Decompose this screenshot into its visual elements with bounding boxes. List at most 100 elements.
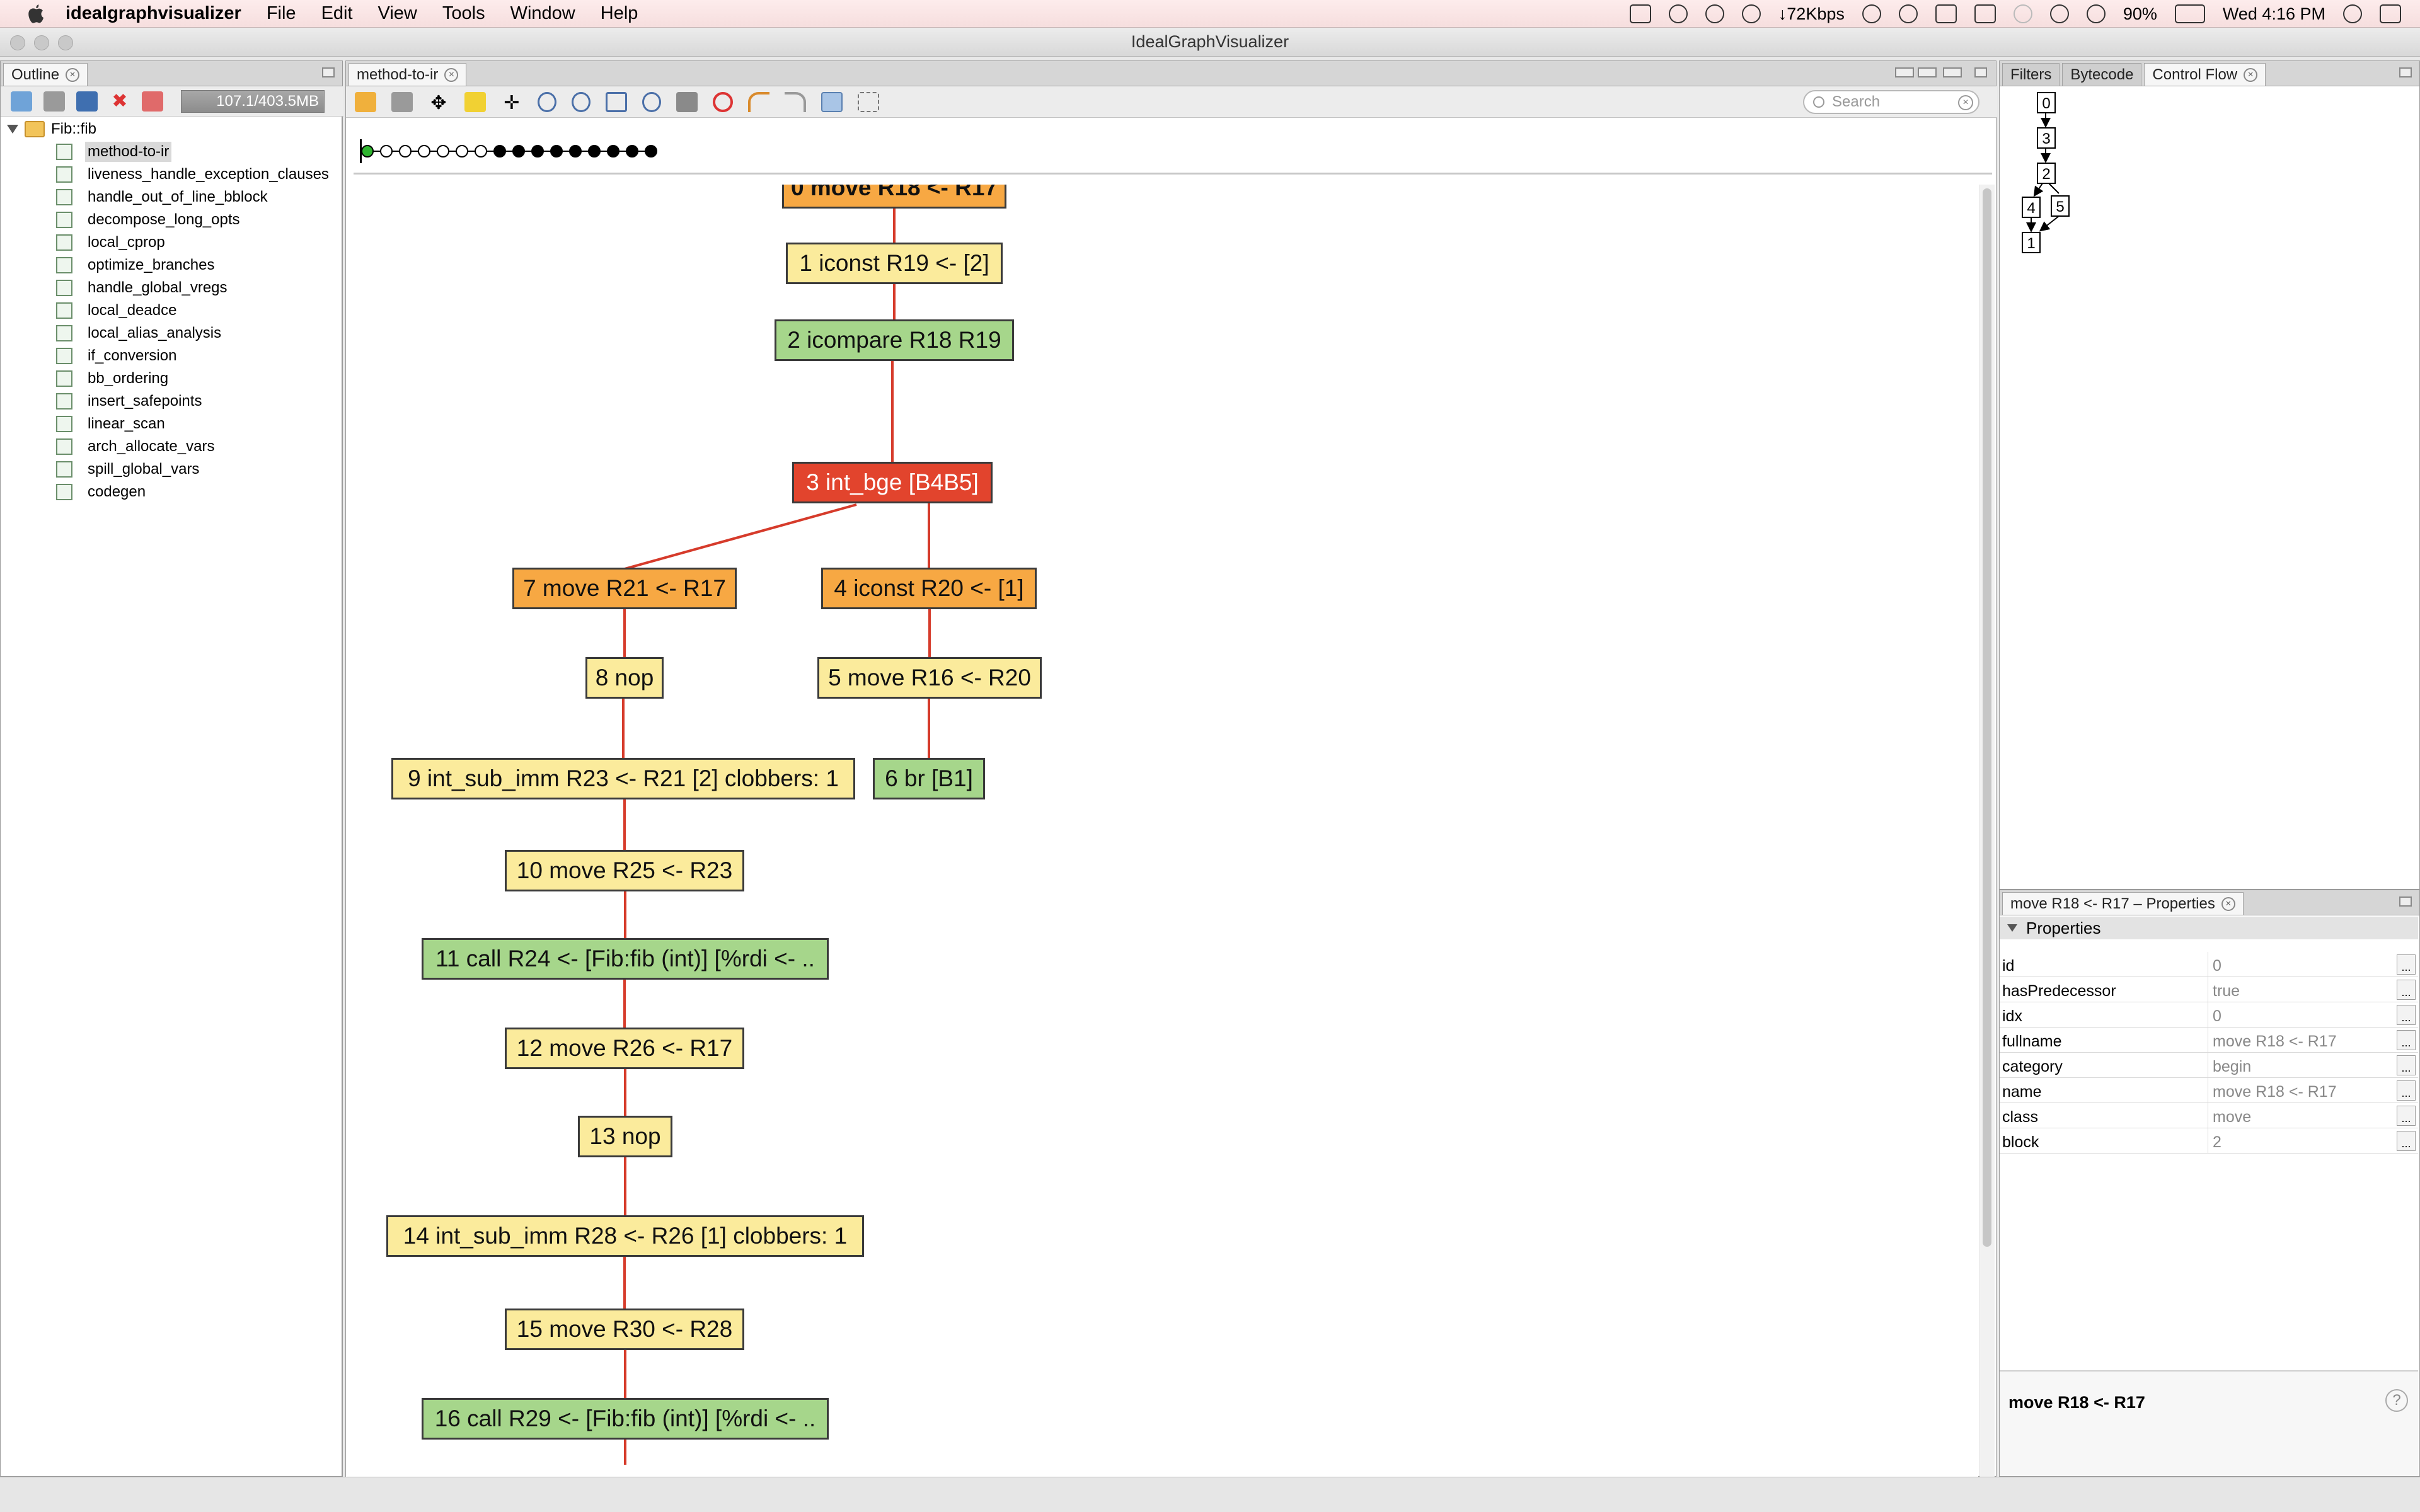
close-icon[interactable]: × [2244, 67, 2258, 82]
cast-icon[interactable] [1629, 4, 1651, 23]
cfg-node[interactable]: 1 [2022, 232, 2041, 253]
tree-item[interactable]: local_cprop [1, 231, 341, 254]
menu-window[interactable]: Window [510, 3, 575, 23]
timeline-dot[interactable] [361, 145, 374, 158]
zoom-fit-icon[interactable] [606, 91, 627, 112]
menu-view[interactable]: View [377, 3, 417, 23]
close-icon[interactable]: × [66, 67, 80, 82]
properties-section-header[interactable]: Properties [2000, 917, 2418, 939]
timeline-dot[interactable] [569, 145, 582, 158]
tab-outline[interactable]: Outline × [3, 63, 88, 86]
menu-help[interactable]: Help [600, 3, 638, 23]
graph-node[interactable]: 4 iconst R20 <- [1] [821, 568, 1037, 609]
edit-property-button[interactable]: ... [2397, 1055, 2416, 1075]
edit-property-button[interactable]: ... [2397, 980, 2416, 1000]
tab-list-icon[interactable] [1943, 67, 1962, 77]
graph-node[interactable]: 0 move R18 <- R17 [782, 185, 1006, 209]
minimize-window-button[interactable] [34, 35, 49, 50]
timeline-dot[interactable] [550, 145, 563, 158]
network-rate[interactable]: ↓72Kbps [1778, 4, 1845, 23]
tree-item[interactable]: spill_global_vars [1, 458, 341, 481]
tree-item[interactable]: local_alias_analysis [1, 322, 341, 345]
tab-filters[interactable]: Filters [2002, 63, 2060, 86]
graph-node[interactable]: 8 nop [585, 657, 664, 699]
timeline-dot[interactable] [456, 145, 468, 158]
graph-vertical-scrollbar[interactable] [1979, 185, 1995, 1477]
scrollbar-thumb[interactable] [1983, 188, 1991, 1247]
expand-triangle-icon[interactable] [7, 125, 18, 134]
maximize-panel-icon[interactable] [322, 67, 335, 77]
graph-node[interactable]: 14 int_sub_imm R28 <- R26 [1] clobbers: … [386, 1215, 864, 1257]
check-icon[interactable] [1862, 4, 1881, 23]
battery-icon[interactable] [2174, 4, 2205, 23]
airplay-icon[interactable] [1935, 4, 1957, 23]
selection-mode-icon[interactable] [858, 91, 879, 112]
menu-tools[interactable]: Tools [442, 3, 485, 23]
timeline-dot[interactable] [493, 145, 506, 158]
graph-node[interactable]: 11 call R24 <- [Fib:fib (int)] [%rdi <- … [422, 938, 829, 980]
zoom-reset-icon[interactable] [642, 91, 661, 112]
expand-all-icon[interactable]: ✥ [430, 92, 447, 113]
tree-item[interactable]: decompose_long_opts [1, 209, 341, 231]
notification-center-icon[interactable] [2380, 4, 2401, 23]
graph-node[interactable]: 10 move R25 <- R23 [505, 850, 744, 891]
graph-node[interactable]: 6 br [B1] [873, 758, 985, 799]
fan-icon[interactable] [1741, 4, 1761, 23]
tree-item[interactable]: bb_ordering [1, 367, 341, 390]
timeline-dot[interactable] [437, 145, 449, 158]
wifi-icon[interactable] [2086, 4, 2106, 23]
show-all-icon[interactable] [464, 91, 486, 112]
bluetooth-icon[interactable] [2013, 4, 2032, 23]
remove-all-icon[interactable] [142, 91, 163, 112]
pan-icon[interactable]: ✛ [504, 92, 520, 113]
zoom-out-icon[interactable] [572, 91, 591, 112]
menu-edit[interactable]: Edit [321, 3, 353, 23]
tree-item[interactable]: codegen [1, 481, 341, 503]
edit-property-button[interactable]: ... [2397, 1131, 2416, 1151]
edit-property-button[interactable]: ... [2397, 1106, 2416, 1126]
timeline-dot[interactable] [399, 145, 412, 158]
app-menu[interactable]: idealgraphvisualizer [66, 3, 241, 23]
phase-timeline[interactable] [354, 130, 1992, 175]
graph-node[interactable]: 9 int_sub_imm R23 <- R21 [2] clobbers: 1 [391, 758, 855, 799]
edit-property-button[interactable]: ... [2397, 1030, 2416, 1050]
rss-icon[interactable] [1705, 4, 1724, 23]
timeline-dot[interactable] [418, 145, 430, 158]
cfg-node[interactable]: 4 [2022, 197, 2041, 218]
graph-node[interactable]: 7 move R21 <- R17 [512, 568, 737, 609]
tree-item[interactable]: method-to-ir [1, 140, 341, 163]
memory-icon[interactable] [1974, 4, 1996, 23]
stop-icon[interactable] [713, 91, 733, 112]
property-row[interactable]: fullname move R18 <- R17... [2000, 1028, 2418, 1053]
maximize-panel-icon[interactable] [2399, 67, 2412, 77]
extract-node-icon[interactable] [355, 91, 376, 112]
search-input[interactable]: Search × [1803, 90, 1979, 114]
maximize-panel-icon[interactable] [1974, 67, 1987, 77]
hide-node-icon[interactable] [391, 91, 413, 112]
graph-node[interactable]: 16 call R29 <- [Fib:fib (int)] [%rdi <- … [422, 1398, 829, 1440]
timeline-dot[interactable] [380, 145, 393, 158]
edit-property-button[interactable]: ... [2397, 1080, 2416, 1101]
cfg-node[interactable]: 5 [2051, 195, 2070, 217]
timeline-dot[interactable] [475, 145, 487, 158]
timeline-dot[interactable] [626, 145, 638, 158]
tab-control-flow[interactable]: Control Flow × [2144, 63, 2266, 86]
save-all-icon[interactable] [76, 91, 98, 112]
help-icon[interactable]: ? [2385, 1389, 2408, 1412]
cfg-node[interactable]: 2 [2037, 163, 2056, 184]
edit-property-button[interactable]: ... [2397, 954, 2416, 975]
undo-icon[interactable] [748, 91, 769, 112]
tree-item[interactable]: local_deadce [1, 299, 341, 322]
zoom-window-button[interactable] [58, 35, 73, 50]
maximize-panel-icon[interactable] [2399, 896, 2412, 907]
import-icon[interactable] [11, 91, 32, 112]
collapse-triangle-icon[interactable] [2007, 924, 2017, 932]
close-window-button[interactable] [10, 35, 25, 50]
tab-method-to-ir[interactable]: method-to-ir × [349, 63, 467, 86]
cfg-node[interactable]: 3 [2037, 127, 2056, 149]
save-icon[interactable] [43, 91, 65, 112]
battery-percent[interactable]: 90% [2123, 4, 2157, 23]
hierarchical-layout-icon[interactable] [676, 91, 698, 112]
